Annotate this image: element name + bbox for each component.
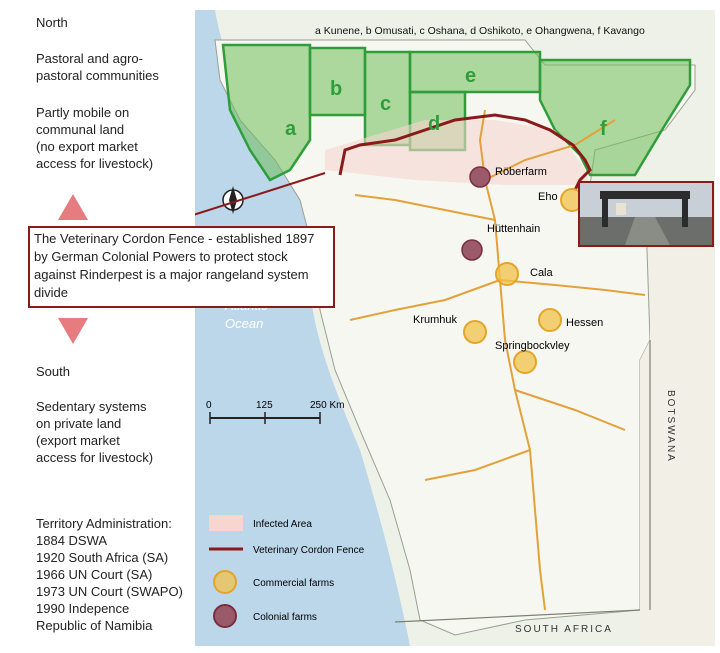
north-mobility-line: (no export market [36, 139, 138, 154]
region-letter-a: a [285, 118, 297, 140]
legend-commercial-swatch [213, 570, 237, 594]
farm-label-springbockvley: Springbockvley [495, 340, 570, 352]
ocean-area [195, 10, 410, 646]
farm-label-huttenhain: Hüttenhain [487, 223, 540, 235]
region-letter-c: c [380, 93, 391, 115]
map-legend: Infected Area Veterinary Cordon Fence Co… [209, 515, 365, 628]
region-letter-d: d [428, 113, 440, 135]
scale-tick-0: 0 [206, 400, 212, 411]
farm-label-cala: Cala [530, 267, 554, 279]
scale-bar: 0 125 250 Km [206, 400, 344, 424]
commercial-farm-marker[interactable] [538, 308, 562, 332]
farm-label-krumhuk: Krumhuk [413, 314, 458, 326]
farm-label-roberfarm: Röberfarm [495, 166, 547, 178]
north-title: North [36, 15, 68, 30]
north-arrow-triangle [58, 194, 88, 220]
region-kavango[interactable] [538, 58, 692, 177]
admin-item: 1920 South Africa (SA) [36, 550, 169, 565]
ocean-label-line2: Ocean [225, 316, 263, 331]
colonial-farm-marker[interactable] [469, 166, 491, 188]
legend-colonial-label: Colonial farms [253, 612, 317, 623]
south-system-line: Sedentary systems [36, 399, 147, 414]
commercial-farms: Eho Cala Krumhuk Hessen Springbockvley [413, 188, 603, 374]
colonial-farm-marker[interactable] [461, 239, 483, 261]
south-system-line: on private land [36, 416, 122, 431]
cordon-fence-callout: The Veterinary Cordon Fence - establishe… [28, 226, 335, 308]
admin-title: Territory Administration: [36, 516, 172, 531]
botswana-area [640, 190, 715, 646]
region-letter-b: b [330, 78, 342, 100]
infected-area [325, 120, 590, 185]
commercial-farm-marker[interactable] [495, 262, 519, 286]
farm-label-hessen: Hessen [566, 317, 603, 329]
legend-infected-swatch [209, 515, 243, 531]
admin-section: Territory Administration: 1884 DSWA 1920… [36, 515, 183, 634]
admin-item: 1973 UN Court (SWAPO) [36, 584, 183, 599]
south-africa-border [394, 609, 641, 623]
south-system-line: access for livestock) [36, 450, 154, 465]
legend-commercial-label: Commercial farms [253, 578, 334, 589]
north-system-text: Pastoral and agro- pastoral communities [36, 50, 159, 84]
admin-item: 1990 Indepence [36, 601, 130, 616]
north-mobility-line: access for livestock) [36, 156, 154, 171]
region-letters: a b c d e f [285, 65, 607, 140]
commercial-farm-marker[interactable] [513, 350, 537, 374]
sidebar: North Pastoral and agro- pastoral commun… [0, 0, 195, 653]
callout-connector-line [195, 172, 326, 216]
legend-infected-label: Infected Area [253, 519, 312, 530]
region-letter-e: e [465, 65, 476, 87]
namibia-map[interactable]: a Kunene, b Omusati, c Oshana, d Oshikot… [195, 10, 715, 646]
legend-colonial-swatch [213, 604, 237, 628]
north-system-line: Pastoral and agro- [36, 51, 143, 66]
botswana-label: BOTSWANA [665, 390, 676, 463]
north-mobility-line: Partly mobile on [36, 105, 130, 120]
region-key: a Kunene, b Omusati, c Oshana, d Oshikot… [315, 25, 645, 37]
south-arrow-triangle [58, 318, 88, 344]
south-africa-label: SOUTH AFRICA [515, 624, 613, 635]
north-system-line: pastoral communities [36, 68, 159, 83]
admin-item: 1884 DSWA [36, 533, 108, 548]
veterinary-cordon-fence [338, 113, 592, 191]
commercial-farm-marker[interactable] [463, 320, 487, 344]
scale-tick-125: 125 [256, 400, 273, 411]
farm-label-eho: Eho [538, 191, 558, 203]
north-mobility-text: Partly mobile on communal land (no expor… [36, 104, 153, 172]
admin-item: 1966 UN Court (SA) [36, 567, 153, 582]
north-mobility-line: communal land [36, 122, 125, 137]
south-title: South [36, 364, 70, 379]
admin-item: Republic of Namibia [36, 618, 153, 633]
legend-fence-label: Veterinary Cordon Fence [253, 545, 365, 556]
south-system-text: Sedentary systems on private land (expor… [36, 398, 153, 466]
fence-gate-photo [578, 181, 714, 247]
colonial-farms: Röberfarm Hüttenhain [461, 166, 547, 261]
south-system-line: (export market [36, 433, 120, 448]
region-letter-f: f [600, 118, 607, 140]
scale-tick-250: 250 Km [310, 400, 344, 411]
